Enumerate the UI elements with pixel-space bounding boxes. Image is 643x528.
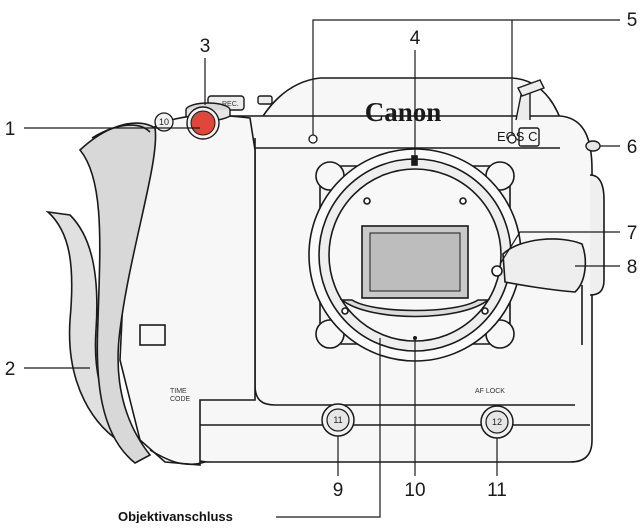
assign-button-12-number: 12 [492, 417, 502, 427]
af-lock-label: AF LOCK [475, 388, 505, 395]
callout-3: 3 [200, 36, 211, 57]
rec-label: REC. [222, 101, 239, 108]
callout-4: 4 [410, 28, 421, 49]
callout-1: 1 [5, 119, 16, 140]
callout-5: 5 [627, 10, 638, 31]
top-button[interactable] [154, 112, 174, 132]
brand-logo: Canon [365, 97, 442, 127]
lens-mount-caption: Objektivanschluss [118, 509, 233, 523]
leader-dot-10 [413, 336, 417, 340]
model-badge-frame [518, 127, 540, 147]
timecode-label-1: TIME [170, 388, 187, 395]
callout-6: 6 [627, 137, 638, 158]
rec-button[interactable] [190, 110, 216, 136]
strap-lug [585, 140, 601, 152]
callout-10: 10 [404, 480, 425, 501]
lens-mount [308, 148, 522, 362]
callout-9: 9 [333, 480, 344, 501]
assign-button-11-number: 11 [333, 415, 342, 425]
lens-release-button[interactable] [502, 238, 587, 293]
top-button-number: 10 [159, 117, 169, 127]
assign-button-11[interactable] [321, 403, 355, 437]
front-indicator-left [308, 134, 318, 144]
assign-button-12[interactable] [480, 405, 514, 439]
model-badge: EOS C [497, 129, 537, 144]
leader-lines [24, 19, 620, 518]
callout-2: 2 [5, 359, 16, 380]
front-indicator-right [507, 134, 517, 144]
callout-11: 11 [487, 480, 507, 501]
callout-8: 8 [627, 257, 638, 278]
callout-7: 7 [627, 223, 638, 244]
timecode-label-2: CODE [170, 396, 191, 403]
